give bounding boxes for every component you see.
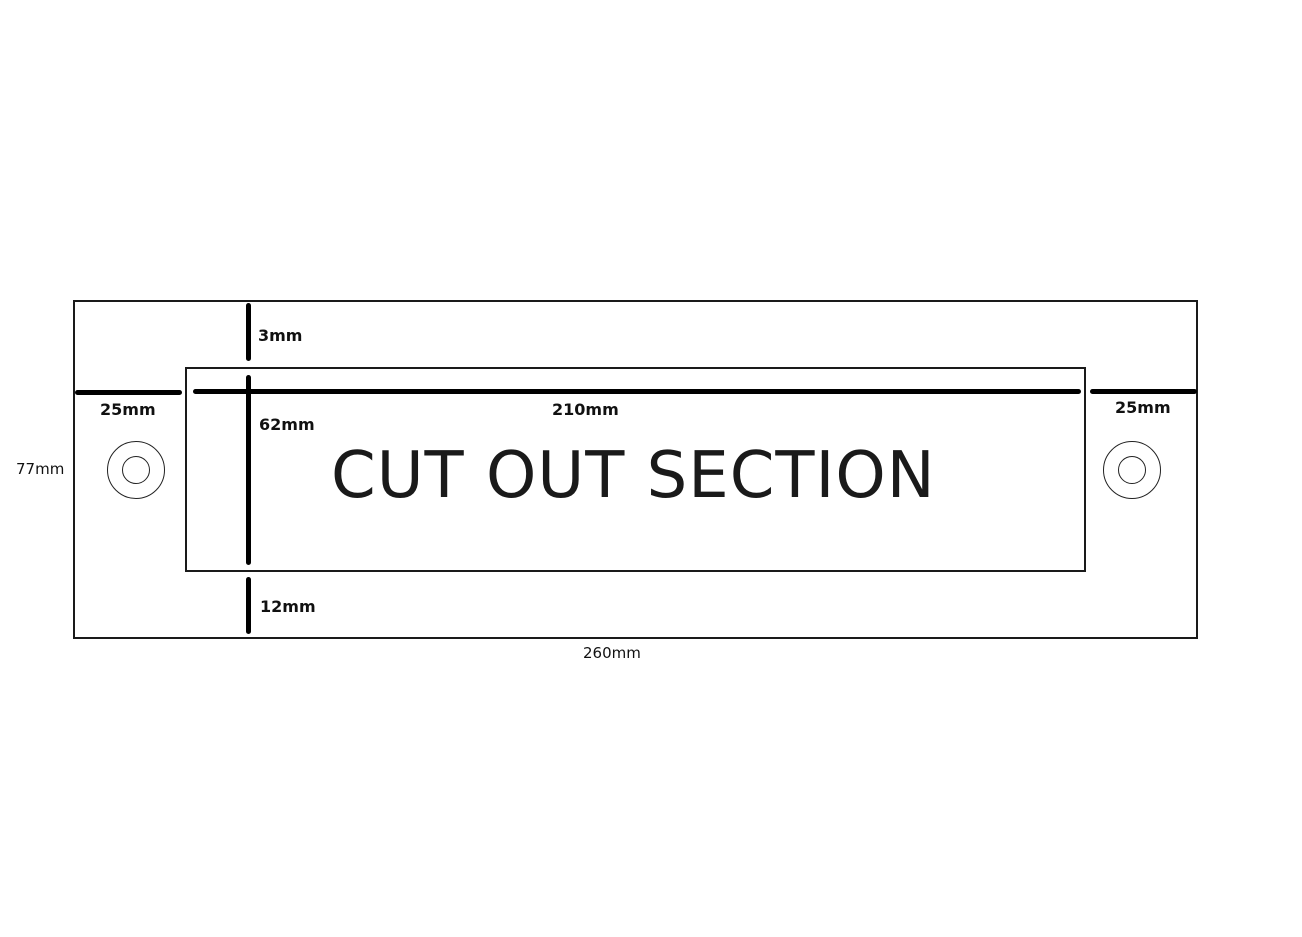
hole-outer-ring [1103,441,1161,499]
bottom-gap-dimension-line [246,577,251,634]
hole-inner-ring [122,456,150,484]
left-margin-label: 25mm [100,400,156,419]
hole-inner-ring [1118,456,1146,484]
left-mounting-hole-icon [107,441,165,499]
left-margin-dimension-line [75,390,182,395]
cutout-height-dimension-line [246,375,251,565]
cutout-width-label: 210mm [552,400,619,419]
top-gap-dimension-line [246,303,251,361]
cutout-section-outline [185,367,1086,572]
right-margin-dimension-line [1090,389,1197,394]
outer-plate-outline [73,300,1198,639]
cut-out-section-title: CUT OUT SECTION [331,439,936,513]
cutout-height-label: 62mm [259,415,315,434]
overall-height-label: 77mm [16,460,65,478]
right-mounting-hole-icon [1103,441,1161,499]
cutout-width-dimension-line [193,389,1081,394]
overall-width-label: 260mm [583,644,641,662]
hole-outer-ring [107,441,165,499]
top-gap-label: 3mm [258,326,303,345]
right-margin-label: 25mm [1115,398,1171,417]
bottom-gap-label: 12mm [260,597,316,616]
